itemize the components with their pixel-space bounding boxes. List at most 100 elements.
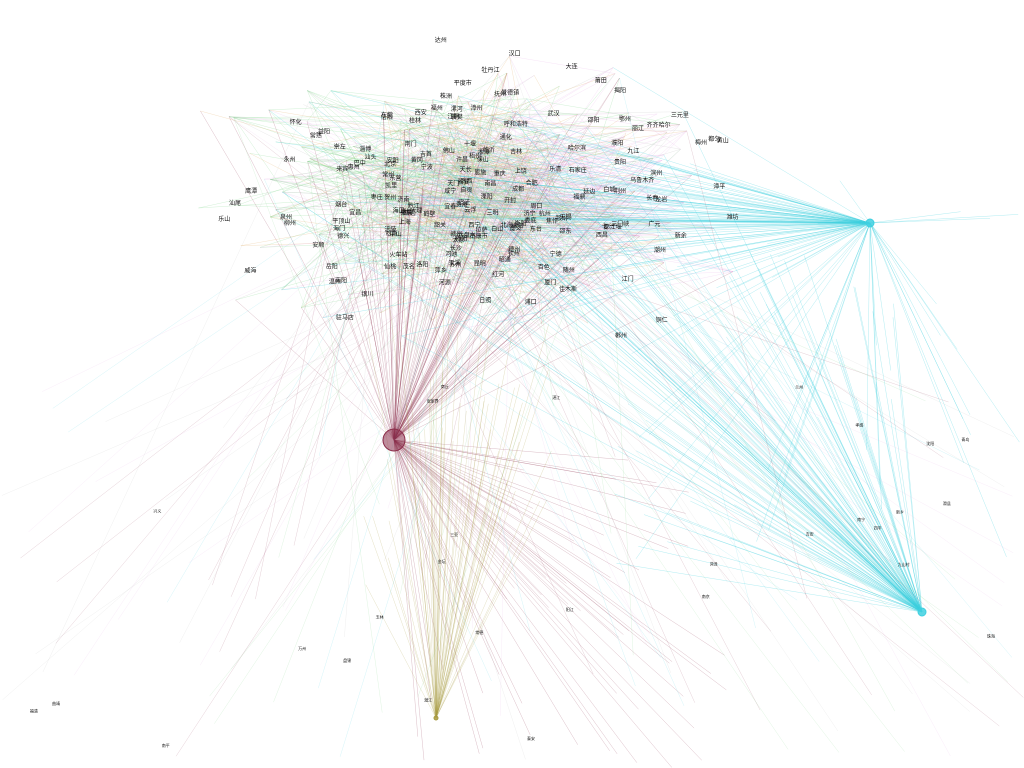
hub-edge [430, 379, 437, 719]
cluster-edge [443, 150, 608, 188]
cluster-edge [386, 170, 525, 243]
node-label: 百色 [538, 263, 550, 271]
cluster-edge [333, 227, 434, 288]
hub-edge [406, 403, 437, 719]
cluster-edge [497, 73, 551, 204]
cluster-edge [309, 158, 555, 265]
node-label: 遵义 [509, 225, 521, 233]
cluster-edge [494, 227, 503, 288]
hub-edge [698, 306, 923, 613]
cluster-edge [471, 72, 508, 150]
cluster-edge [439, 173, 550, 218]
cluster-edge [513, 235, 584, 316]
hub-edge [500, 222, 871, 262]
node-label: 西安 [415, 109, 427, 117]
cluster-edge [511, 223, 555, 265]
node-label: 曲靖 [52, 700, 60, 706]
cluster-edge [438, 213, 502, 272]
cluster-edge [348, 227, 503, 250]
cluster-edge [458, 95, 521, 217]
hub-edge [393, 210, 406, 441]
cluster-edge [349, 192, 429, 210]
node-label: 滑县 [943, 500, 951, 506]
cluster-edge [541, 77, 620, 325]
cluster-edge [309, 158, 608, 188]
cluster-edge [301, 146, 614, 217]
hub-edge [435, 409, 521, 719]
periphery-edge [245, 282, 544, 417]
hub-edge [731, 349, 923, 613]
node-label: 宁德 [550, 250, 562, 258]
node-label: 沈阳 [926, 440, 934, 446]
cluster-edge [340, 195, 403, 336]
periphery-edge [492, 175, 1005, 487]
node-label: 合肥 [526, 179, 538, 187]
cluster-edge [340, 195, 434, 264]
cluster-edge [498, 287, 541, 295]
cluster-edge [385, 164, 437, 231]
cluster-edge [446, 122, 511, 220]
cluster-edge [378, 217, 600, 273]
cluster-edge [568, 124, 680, 211]
cluster-edge [482, 133, 546, 157]
hub-edge [492, 118, 871, 224]
cluster-edge [400, 209, 413, 232]
cluster-edge [379, 221, 590, 286]
cluster-edge [446, 204, 671, 224]
cluster-edge [536, 222, 671, 266]
hub-edge [459, 175, 871, 224]
node-label: 玉溪 [448, 259, 460, 267]
cluster-edge [408, 182, 501, 207]
cluster-edge [343, 210, 463, 261]
cluster-edge [418, 215, 640, 237]
cluster-edge [530, 103, 665, 263]
cluster-edge [492, 112, 629, 119]
node-label: 北京 [384, 160, 396, 168]
hub-edge [393, 439, 670, 664]
hub-edge [393, 439, 657, 484]
cluster-edge [565, 132, 627, 287]
periphery-edge [212, 182, 347, 586]
cluster-edge [275, 209, 496, 324]
node-label: 崇左 [334, 143, 346, 151]
cluster-edge [541, 133, 676, 210]
periphery-edge [42, 127, 587, 392]
node-label: 大连 [566, 62, 578, 70]
hub-edge [393, 233, 503, 441]
hub-edge [435, 402, 533, 719]
node-label: 鹤壁 [423, 210, 435, 218]
node-label: 白山 [491, 225, 503, 233]
cluster-edge [307, 175, 599, 260]
hub-edge [612, 67, 871, 224]
cluster-edge [519, 180, 625, 216]
hub-edge [330, 90, 923, 613]
cluster-edge [583, 146, 616, 236]
cluster-edge [462, 143, 572, 329]
node-label: 泰安 [527, 735, 535, 741]
periphery-edge [526, 260, 949, 403]
hub-edge [393, 143, 572, 441]
periphery-edge [56, 287, 434, 583]
cluster-edge [437, 126, 502, 272]
hub-edge [308, 101, 871, 224]
cluster-edge [522, 134, 560, 239]
hub-edge [393, 287, 477, 441]
cluster-edge [387, 160, 426, 238]
cluster-edge [361, 201, 400, 226]
cluster-edge [408, 200, 525, 228]
node-label: 抚州 [494, 90, 506, 98]
hub-edge [869, 222, 964, 419]
periphery-edge [658, 235, 1013, 658]
cluster-edge [419, 168, 477, 289]
node-label: 无锡 [560, 213, 572, 221]
cluster-edge [447, 171, 493, 196]
cluster-edge [450, 167, 591, 221]
hub-edge [435, 500, 541, 719]
hub-edge [435, 410, 467, 719]
cluster-edge [474, 147, 550, 172]
cluster-edge [418, 115, 485, 197]
hub-edge [393, 439, 626, 573]
cluster-edge [485, 136, 625, 185]
cluster-edge [464, 242, 598, 260]
hub-edge [435, 253, 445, 719]
